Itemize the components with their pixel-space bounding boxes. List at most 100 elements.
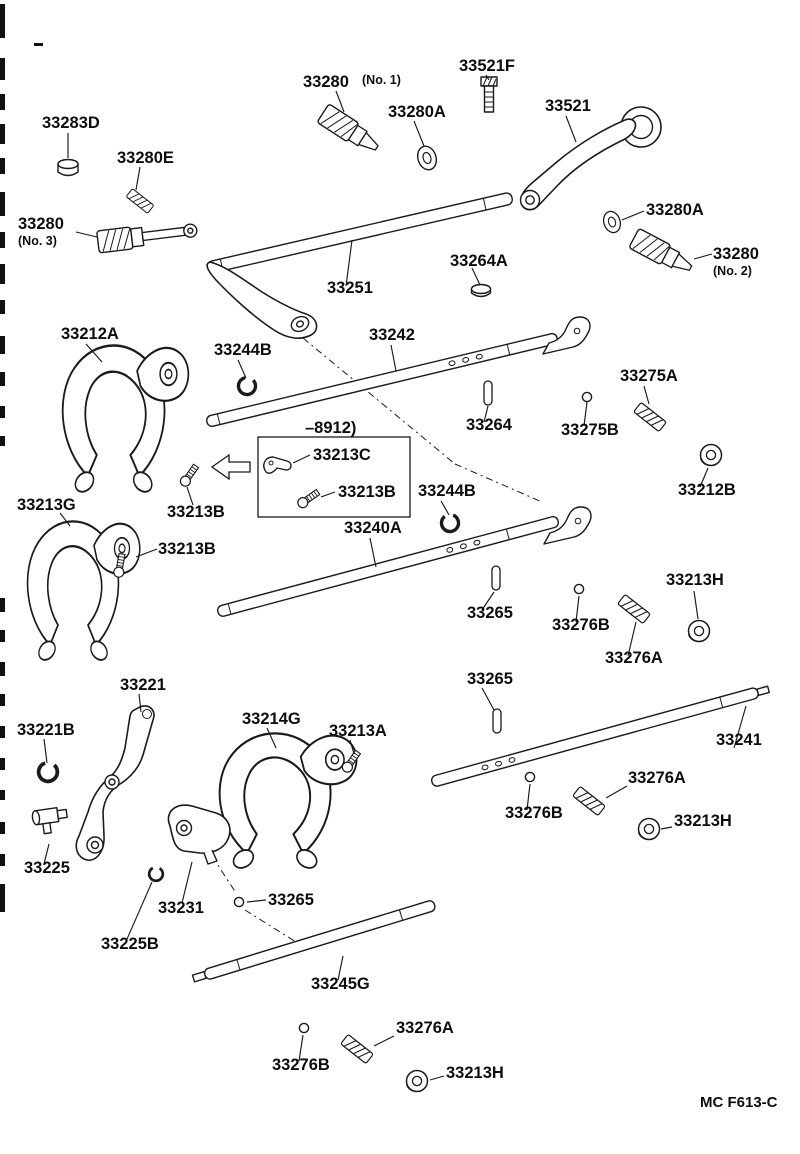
dash-line	[302, 337, 456, 465]
label-33280-no1-suffix: (No. 1)	[362, 73, 401, 87]
leader-line	[126, 881, 153, 940]
label-33283d: 33283D	[42, 114, 100, 132]
shift-fork-33213g	[26, 520, 141, 665]
variant-box	[210, 436, 411, 518]
plug-33212b	[699, 443, 723, 467]
leader-line	[298, 1034, 304, 1062]
ball-33276b-1	[573, 583, 585, 595]
label-33280e: 33280E	[117, 149, 174, 167]
leader-line	[481, 687, 495, 711]
leader-line	[75, 231, 98, 238]
construction-lines	[211, 337, 543, 943]
label-33213h-2: 33213H	[674, 812, 732, 830]
leader-line	[693, 253, 713, 260]
leader-line	[643, 385, 650, 405]
leader-line	[135, 548, 158, 558]
label-33213b-box: 33213B	[338, 483, 396, 501]
spring-33276a-3	[340, 1033, 374, 1065]
leader-line	[621, 210, 645, 221]
label-33276b-3: 33276B	[272, 1056, 330, 1074]
switch-33280-no2	[628, 227, 697, 279]
dash-line	[211, 855, 237, 894]
spring-33276a-1	[617, 593, 651, 625]
leader-line	[335, 90, 345, 113]
label-33276a-3: 33276A	[396, 1019, 454, 1037]
label-33244b-2: 33244B	[418, 482, 476, 500]
shift-fork-33214g	[218, 732, 358, 873]
leader-line	[59, 512, 71, 527]
label-33221: 33221	[120, 676, 166, 694]
washer-33225b	[147, 866, 165, 883]
figure-code: MC F613-C	[700, 1094, 778, 1111]
label-33245g: 33245G	[311, 975, 370, 993]
label-33213h-1: 33213H	[666, 571, 724, 589]
leader-line	[266, 727, 277, 749]
leader-line	[429, 1075, 445, 1081]
label-33242: 33242	[369, 326, 415, 344]
pin-33264	[483, 380, 493, 406]
label-33276a-1: 33276A	[605, 649, 663, 667]
label-33251: 33251	[327, 279, 373, 297]
leader-line	[345, 239, 353, 287]
label-33280-no2: 33280	[713, 245, 759, 263]
label-33265-3: 33265	[268, 891, 314, 909]
shaft-33245g	[191, 900, 436, 983]
switch-33280-no1	[316, 103, 384, 158]
label-33276b-2: 33276B	[505, 804, 563, 822]
leader-line	[237, 359, 247, 379]
label-33213c: 33213C	[313, 446, 371, 464]
leader-line	[583, 401, 588, 427]
label-33280-no1: 33280	[303, 73, 349, 91]
leader-line	[627, 621, 637, 657]
label-33213h-3: 33213H	[446, 1064, 504, 1082]
label-33280a-top: 33280A	[388, 103, 446, 121]
snap-ring-33244b-2	[438, 512, 462, 535]
spring-33280e	[125, 188, 155, 214]
leader-line	[186, 486, 194, 506]
pointer-arrow-icon	[210, 453, 251, 481]
shaft-33242	[206, 316, 591, 428]
shift-head-rod-33251	[206, 192, 513, 339]
label-33276b-1: 33276B	[552, 616, 610, 634]
dash-line	[454, 463, 543, 503]
leader-line	[483, 405, 489, 423]
leader-line	[481, 591, 495, 611]
leader-line	[693, 590, 699, 620]
plug-33213h-3	[405, 1069, 429, 1093]
label-33240a: 33240A	[344, 519, 402, 537]
pin-33265-1	[491, 565, 501, 591]
label-33280-no3: 33280	[18, 215, 64, 233]
label-33521: 33521	[545, 97, 591, 115]
label-33214g: 33214G	[242, 710, 301, 728]
leader-line	[440, 500, 450, 516]
label-33221b: 33221B	[17, 721, 75, 739]
cap-33264a	[470, 283, 492, 298]
leader-line	[138, 693, 142, 713]
leader-line	[413, 120, 425, 147]
dash-line	[244, 909, 297, 943]
leader-line	[575, 595, 580, 623]
label-33280a-right: 33280A	[646, 201, 704, 219]
leader-line	[369, 537, 377, 568]
scan-edge-marks	[0, 4, 43, 912]
label-33275b: 33275B	[561, 421, 619, 439]
gasket-33280a-right	[600, 208, 624, 236]
gasket-33280a-top	[414, 143, 440, 173]
cap-33283d	[57, 158, 79, 177]
leader-line	[733, 705, 747, 749]
leader-line	[485, 74, 490, 81]
label-33276a-2: 33276A	[628, 769, 686, 787]
label-33212b: 33212B	[678, 481, 736, 499]
label-33231: 33231	[158, 899, 204, 917]
snap-ring-33221b	[35, 760, 61, 785]
leader-line	[43, 738, 48, 764]
shift-lever-33521	[519, 106, 662, 211]
leader-line	[471, 267, 481, 286]
label-33264a: 33264A	[450, 252, 508, 270]
ball-33275b	[581, 391, 593, 403]
label-33213a: 33213A	[329, 722, 387, 740]
leader-line	[320, 491, 336, 498]
plug-33213h-2	[637, 817, 661, 841]
label-33225b: 33225B	[101, 935, 159, 953]
